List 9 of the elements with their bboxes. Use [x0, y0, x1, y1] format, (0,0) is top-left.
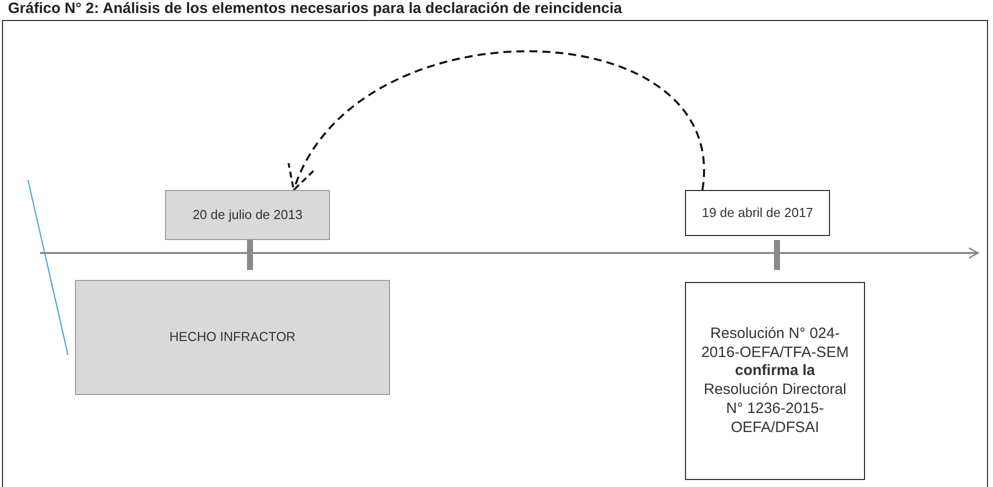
node-text: HECHO INFRACTOR [169, 329, 296, 346]
node-text: Resolución N° 024-2016-OEFA/TFA-SEM confirma la Resolución Directoral N° 1236-2015-OEFA/DFSAI [700, 324, 850, 438]
node-text: 19 de abril de 2017 [702, 204, 814, 222]
date-box [165, 190, 330, 240]
resolution-box [685, 282, 865, 480]
event-box [75, 280, 390, 395]
node-text: 20 de julio de 2013 [192, 206, 302, 224]
date-box [685, 190, 830, 236]
chart-title: Gráfico N° 2: Análisis de los elementos necesarios para la declaración de reincidencia [8, 0, 622, 17]
